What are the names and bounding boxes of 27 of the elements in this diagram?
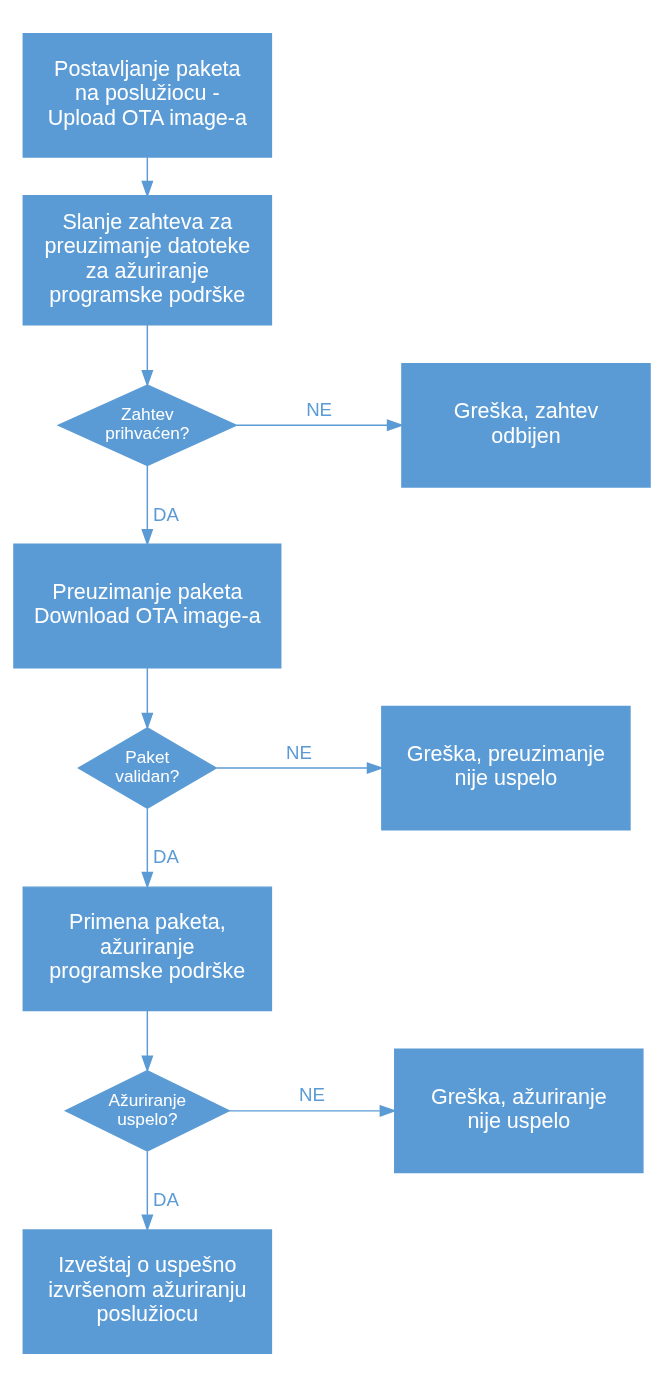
node-box: Greška, preuzimanje nije uspelo [381, 705, 631, 831]
arrow [215, 762, 384, 775]
arrow [141, 1150, 154, 1232]
edge-label: DA [153, 846, 179, 868]
node-box: Slanje zahteva za preuzimanje datoteke za ažuriranje programske podrške [22, 195, 273, 326]
node-box: Izveštaj o uspešno izvršenom ažuriranju poslužiocu [22, 1229, 273, 1354]
node-diamond: Paket validan? [77, 727, 218, 810]
arrow [141, 465, 154, 547]
arrow [141, 807, 154, 889]
node-diamond: Ažuriranje uspelo? [63, 1069, 231, 1152]
arrow [235, 419, 405, 432]
node-box: Primena paketa, ažuriranje programske podrške [22, 886, 273, 1012]
arrow [141, 1010, 154, 1073]
edge-label: DA [153, 1189, 179, 1211]
arrow [228, 1104, 397, 1117]
node-box: Postavljanje paketa na poslužiocu - Upload OTA image-a [22, 33, 273, 158]
edge-label: DA [153, 503, 179, 525]
edge-label: NE [298, 1084, 325, 1106]
node-box: Preuzimanje paketa Download OTA image-a [13, 543, 282, 669]
edge-label: NE [306, 398, 333, 420]
node-diamond: Zahtev prihvaćen? [56, 384, 238, 467]
arrow [141, 324, 154, 388]
arrow [141, 667, 154, 730]
node-box: Greška, ažuriranje nije uspelo [394, 1048, 644, 1174]
node-box: Greška, zahtev odbijen [401, 362, 651, 488]
edge-label: NE [286, 741, 312, 763]
arrow [141, 156, 154, 198]
